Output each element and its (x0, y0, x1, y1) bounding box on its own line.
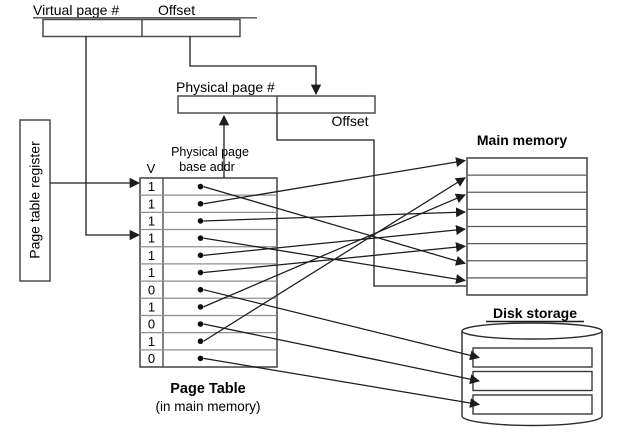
virtual-offset-label: Offset (158, 2, 195, 18)
valid-bit: 0 (148, 351, 155, 366)
page-table-caption: Page Table (170, 381, 245, 397)
virtual-page-index-arrow (85, 36, 141, 241)
page-table-register-box (19, 119, 51, 282)
pte-to-memory-arrow (203, 193, 466, 308)
valid-column-header: V (147, 161, 156, 176)
offset-passthrough-arrow (189, 36, 322, 96)
pte-dot (197, 200, 204, 207)
pte-to-memory-arrow (203, 177, 466, 342)
disk-sectors (472, 347, 593, 415)
valid-bit: 1 (148, 196, 155, 211)
pte-dot (197, 269, 204, 276)
valid-bit: 1 (148, 334, 155, 349)
pte-dot (197, 218, 204, 224)
pte-dots (197, 183, 204, 362)
valid-bit: 0 (148, 282, 155, 297)
base-addr-header-line2: base addr (179, 160, 235, 174)
disk-sector (472, 347, 593, 368)
pte-to-disk-arrow (203, 289, 480, 361)
pte-dot (197, 338, 204, 345)
pte-dot (197, 252, 204, 259)
pte-dot (197, 355, 204, 362)
virtual-page-label: Virtual page # (33, 2, 119, 18)
pte-to-disk-arrow (203, 357, 480, 408)
valid-bit: 1 (148, 299, 155, 314)
physical-page-label: Physical page # (176, 79, 275, 95)
pte-to-disk-arrow (203, 323, 480, 385)
valid-bit: 1 (148, 214, 155, 229)
main-memory-rows (467, 174, 587, 279)
mapping-arrows (203, 157, 480, 408)
valid-bit: 0 (148, 317, 155, 332)
disk-sector (472, 394, 593, 415)
valid-bit: 1 (148, 248, 155, 263)
pte-dot (197, 286, 204, 293)
pte-to-memory-arrow (203, 225, 466, 256)
disk-storage-label: Disk storage (493, 305, 577, 321)
physical-offset-label: Offset (331, 113, 368, 129)
disk-sector (472, 370, 593, 392)
pte-dot (197, 235, 204, 241)
page-table-register-label: Page table register (27, 141, 43, 259)
pte-dot (197, 183, 204, 190)
disk-cylinder-top (461, 322, 603, 340)
physical-address-to-memory-arrow (276, 113, 486, 292)
pte-dot (197, 321, 204, 327)
page-table-caption-sub: (in main memory) (155, 399, 260, 414)
main-memory-label: Main memory (477, 132, 567, 148)
base-addr-header-line1: Physical page (171, 145, 249, 159)
valid-bit: 1 (148, 179, 155, 194)
pte-to-memory-arrow (203, 157, 466, 205)
valid-bit: 1 (148, 231, 155, 246)
pte-dot (197, 304, 204, 310)
valid-bit: 1 (148, 265, 155, 280)
page-table-rows: 1 1 1 1 1 1 0 1 0 1 0 (140, 179, 277, 366)
